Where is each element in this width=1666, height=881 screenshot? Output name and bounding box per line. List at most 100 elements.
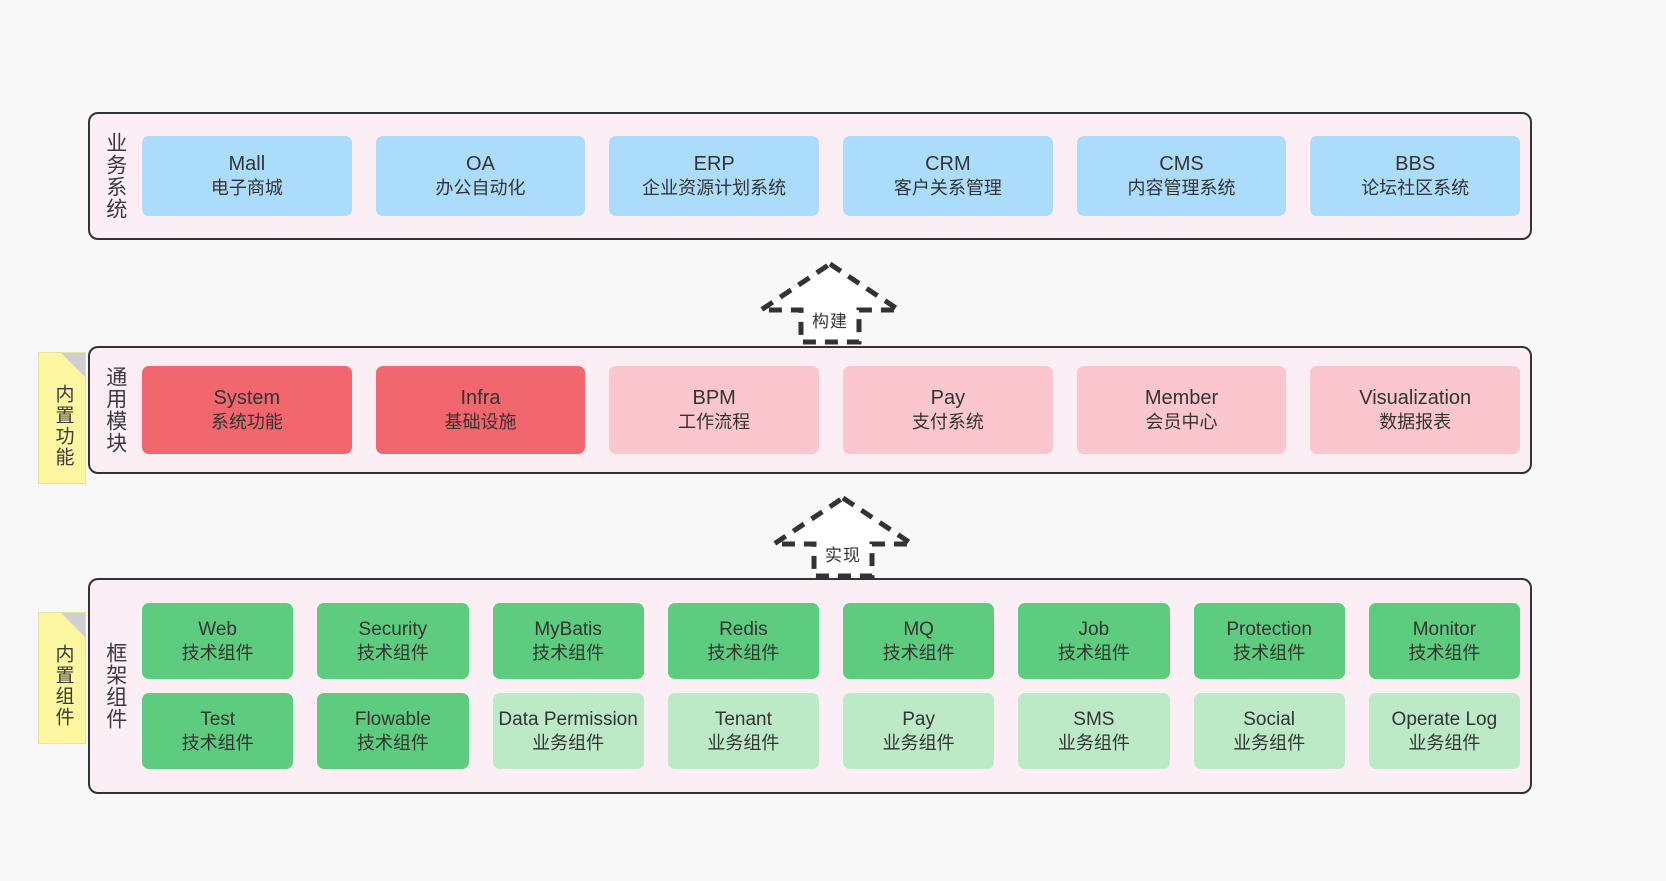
note-builtin-component: 内置组件: [38, 612, 86, 744]
layer-body-common-module: System 系统功能 Infra 基础设施 BPM 工作流程 Pay 支付系统…: [140, 348, 1530, 472]
card-pay-component[interactable]: Pay 业务组件: [843, 693, 995, 769]
card-subtitle: 业务组件: [1233, 732, 1306, 753]
card-title: Pay: [902, 709, 935, 731]
card-title: BBS: [1395, 153, 1436, 176]
card-subtitle: 技术组件: [181, 732, 254, 753]
card-job[interactable]: Job 技术组件: [1018, 603, 1170, 679]
layer-title-framework-component: 框架组件: [103, 642, 127, 730]
card-title: Pay: [930, 387, 966, 410]
card-title: CRM: [925, 153, 971, 176]
card-operate-log[interactable]: Operate Log 业务组件: [1368, 693, 1520, 769]
card-subtitle: 业务组件: [882, 732, 955, 753]
card-data-permission[interactable]: Data Permission 业务组件: [492, 693, 644, 769]
note-label: 内置组件: [52, 644, 74, 728]
card-subtitle: 技术组件: [707, 642, 780, 663]
note-label: 内置功能: [52, 384, 74, 468]
card-tenant[interactable]: Tenant 业务组件: [667, 693, 819, 769]
card-subtitle: 电子商城: [210, 178, 283, 199]
card-subtitle: 技术组件: [356, 732, 429, 753]
card-title: System: [213, 387, 281, 410]
arrow-implement-shape: [768, 494, 918, 579]
card-title: Infra: [460, 387, 501, 410]
card-subtitle: 会员中心: [1145, 412, 1218, 433]
card-web[interactable]: Web 技术组件: [142, 603, 294, 679]
card-monitor[interactable]: Monitor 技术组件: [1368, 603, 1520, 679]
card-bpm[interactable]: BPM 工作流程: [609, 366, 820, 454]
card-title: OA: [466, 153, 495, 176]
layer-title-business-system: 业务系统: [103, 132, 127, 220]
card-redis[interactable]: Redis 技术组件: [667, 603, 819, 679]
card-title: ERP: [693, 153, 735, 176]
card-subtitle: 技术组件: [1233, 642, 1306, 663]
card-subtitle: 论坛社区系统: [1361, 178, 1470, 199]
layer-business-system: 业务系统 Mall 电子商城 OA 办公自动化 ERP 企业资源计划系统 CRM…: [88, 112, 1532, 240]
card-pay[interactable]: Pay 支付系统: [843, 366, 1053, 454]
card-social[interactable]: Social 业务组件: [1193, 693, 1345, 769]
card-title: Tenant: [714, 709, 772, 731]
card-subtitle: 技术组件: [1057, 642, 1130, 663]
card-subtitle: 数据报表: [1379, 412, 1452, 433]
card-oa[interactable]: OA 办公自动化: [375, 136, 586, 216]
card-title: CMS: [1159, 153, 1204, 176]
card-subtitle: 支付系统: [911, 412, 984, 433]
layer-common-module: 通用模块 System 系统功能 Infra 基础设施 BPM 工作流程 Pay…: [88, 346, 1532, 474]
card-security[interactable]: Security 技术组件: [317, 603, 469, 679]
card-subtitle: 客户关系管理: [893, 178, 1002, 199]
card-subtitle: 业务组件: [707, 732, 780, 753]
card-title: Visualization: [1359, 387, 1472, 410]
card-protection[interactable]: Protection 技术组件: [1193, 603, 1345, 679]
card-sms[interactable]: SMS 业务组件: [1018, 693, 1170, 769]
card-mq[interactable]: MQ 技术组件: [843, 603, 995, 679]
card-subtitle: 企业资源计划系统: [642, 178, 787, 199]
card-title: Redis: [719, 619, 768, 641]
card-title: SMS: [1073, 709, 1115, 731]
card-title: Security: [358, 619, 428, 641]
card-title: MQ: [903, 619, 934, 641]
layer-body-business-system: Mall 电子商城 OA 办公自动化 ERP 企业资源计划系统 CRM 客户关系…: [140, 114, 1530, 238]
arrow-implement-label: 实现: [825, 546, 861, 565]
card-subtitle: 技术组件: [532, 642, 605, 663]
card-subtitle: 技术组件: [181, 642, 254, 663]
card-visualization[interactable]: Visualization 数据报表: [1310, 366, 1521, 454]
card-mall[interactable]: Mall 电子商城: [142, 136, 352, 216]
arrow-build: 构建: [755, 258, 905, 348]
card-title: Job: [1078, 619, 1110, 641]
card-subtitle: 办公自动化: [435, 178, 526, 199]
card-member[interactable]: Member 会员中心: [1076, 366, 1287, 454]
card-crm[interactable]: CRM 客户关系管理: [843, 136, 1053, 216]
card-title: Social: [1243, 709, 1295, 731]
card-row: Mall 电子商城 OA 办公自动化 ERP 企业资源计划系统 CRM 客户关系…: [142, 136, 1521, 216]
card-subtitle: 技术组件: [356, 642, 429, 663]
card-title: Test: [200, 709, 236, 731]
card-subtitle: 系统功能: [210, 412, 283, 433]
card-bbs[interactable]: BBS 论坛社区系统: [1310, 136, 1521, 216]
card-flowable[interactable]: Flowable 技术组件: [317, 693, 469, 769]
arrow-build-label: 构建: [812, 312, 848, 331]
layer-framework-component: 框架组件 Web 技术组件 Security 技术组件 MyBatis 技术组件…: [88, 578, 1532, 794]
card-mybatis[interactable]: MyBatis 技术组件: [492, 603, 644, 679]
note-builtin-function: 内置功能: [38, 352, 86, 484]
layer-body-framework-component: Web 技术组件 Security 技术组件 MyBatis 技术组件 Redi…: [140, 580, 1530, 792]
card-row: Web 技术组件 Security 技术组件 MyBatis 技术组件 Redi…: [142, 603, 1520, 679]
card-subtitle: 业务组件: [532, 732, 605, 753]
card-subtitle: 内容管理系统: [1127, 178, 1236, 199]
card-erp[interactable]: ERP 企业资源计划系统: [609, 136, 820, 216]
card-title: Monitor: [1412, 619, 1477, 641]
card-title: Web: [198, 619, 237, 641]
card-infra[interactable]: Infra 基础设施: [375, 366, 586, 454]
arrow-implement: 实现: [768, 492, 918, 582]
card-system[interactable]: System 系统功能: [142, 366, 352, 454]
card-subtitle: 技术组件: [882, 642, 955, 663]
card-test[interactable]: Test 技术组件: [142, 693, 294, 769]
card-row: Test 技术组件 Flowable 技术组件 Data Permission …: [142, 693, 1520, 769]
arrow-build-shape: [755, 260, 905, 345]
card-subtitle: 技术组件: [1408, 642, 1481, 663]
card-subtitle: 基础设施: [444, 412, 517, 433]
layer-title-common-module: 通用模块: [103, 366, 127, 454]
card-title: Flowable: [354, 709, 431, 731]
card-title: BPM: [692, 387, 736, 410]
card-cms[interactable]: CMS 内容管理系统: [1076, 136, 1287, 216]
card-title: Data Permission: [498, 709, 638, 731]
folded-corner-icon: [61, 353, 85, 377]
